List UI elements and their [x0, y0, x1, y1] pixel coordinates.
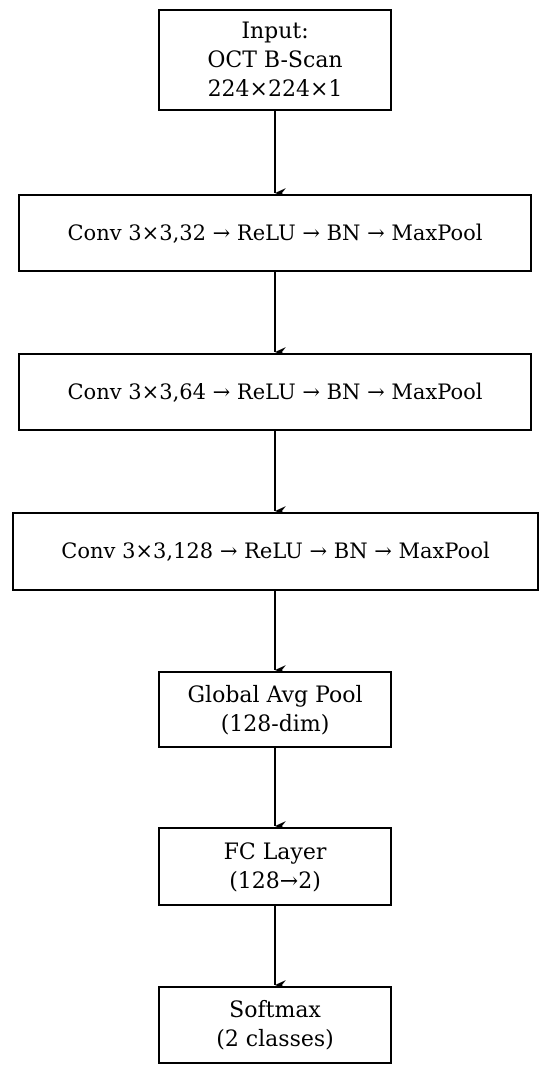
fc-title: FC Layer — [223, 839, 327, 865]
fc-dims: (128→2) — [229, 868, 321, 894]
conv-block-2-label: Conv 3×3,64 → ReLU → BN → MaxPool — [67, 379, 483, 404]
input-shape: 224×224×1 — [207, 76, 343, 102]
fc-layer-node: FC Layer (128→2) — [158, 827, 392, 906]
softmax-classes: (2 classes) — [216, 1027, 334, 1052]
gap-dim: (128-dim) — [220, 711, 330, 737]
conv-block-3: Conv 3×3,128 → ReLU → BN → MaxPool — [12, 512, 539, 591]
global-avg-pool-node: Global Avg Pool (128-dim) — [158, 671, 392, 748]
softmax-node: Softmax (2 classes) — [158, 986, 392, 1064]
gap-title: Global Avg Pool — [187, 682, 363, 708]
softmax-title: Softmax — [229, 998, 321, 1023]
input-title: Input: — [241, 18, 309, 44]
conv-block-2: Conv 3×3,64 → ReLU → BN → MaxPool — [18, 353, 532, 431]
conv-block-3-label: Conv 3×3,128 → ReLU → BN → MaxPool — [61, 539, 490, 563]
conv-block-1: Conv 3×3,32 → ReLU → BN → MaxPool — [18, 194, 532, 272]
conv-block-1-label: Conv 3×3,32 → ReLU → BN → MaxPool — [67, 220, 483, 245]
input-source: OCT B-Scan — [207, 47, 343, 73]
input-node: Input: OCT B-Scan 224×224×1 — [158, 9, 392, 111]
